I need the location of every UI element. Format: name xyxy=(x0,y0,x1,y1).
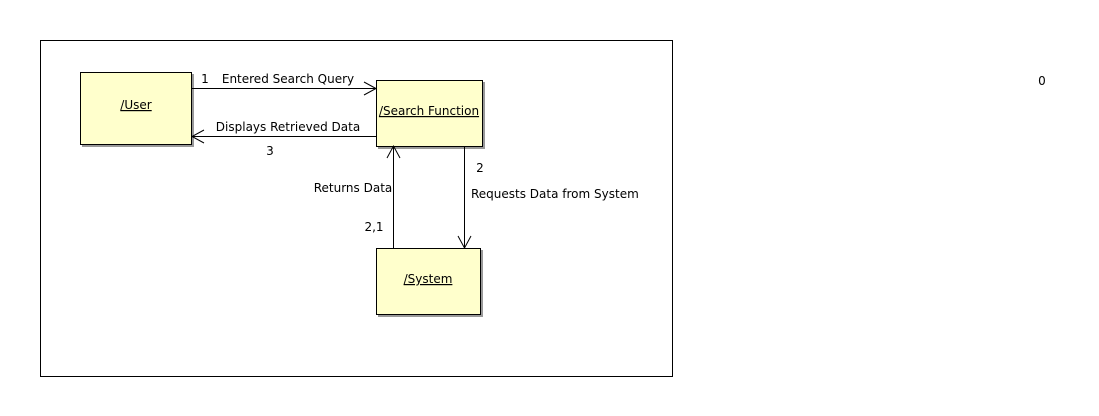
message-returns-data[interactable]: Returns Data 2,1 xyxy=(314,144,401,248)
object-search-function[interactable]: /Search Function xyxy=(376,80,483,147)
message-1-number: 1 xyxy=(201,72,209,86)
object-user-label: /User xyxy=(120,98,151,112)
message-2-1-number: 2,1 xyxy=(364,220,383,234)
message-2-label: Requests Data from System xyxy=(471,187,639,201)
object-system-label: /System xyxy=(404,272,453,286)
message-2-number: 2 xyxy=(476,161,484,175)
message-3-label: Displays Retrieved Data xyxy=(216,120,360,134)
message-requests-data-from-system[interactable]: 2 Requests Data from System xyxy=(457,146,639,250)
message-2-1-arrowhead xyxy=(386,144,401,159)
message-1-label: Entered Search Query xyxy=(222,72,354,86)
object-system[interactable]: /System xyxy=(376,248,481,315)
message-3-arrowhead xyxy=(190,129,205,144)
message-displays-retrieved-data[interactable]: Displays Retrieved Data 3 xyxy=(190,120,376,158)
object-search-function-label: /Search Function xyxy=(379,104,479,118)
message-2-1-label: Returns Data xyxy=(314,181,393,195)
corner-value: 0 xyxy=(1038,74,1046,88)
object-search-function-box[interactable] xyxy=(376,80,483,147)
object-system-box[interactable] xyxy=(376,248,481,315)
object-user-box[interactable] xyxy=(80,72,192,145)
diagram-frame xyxy=(40,40,673,377)
message-2-arrowhead xyxy=(457,235,472,250)
message-entered-search-query[interactable]: 1 Entered Search Query xyxy=(191,72,378,96)
object-user[interactable]: /User xyxy=(80,72,192,145)
message-1-arrowhead xyxy=(363,81,378,96)
message-3-number: 3 xyxy=(266,144,274,158)
